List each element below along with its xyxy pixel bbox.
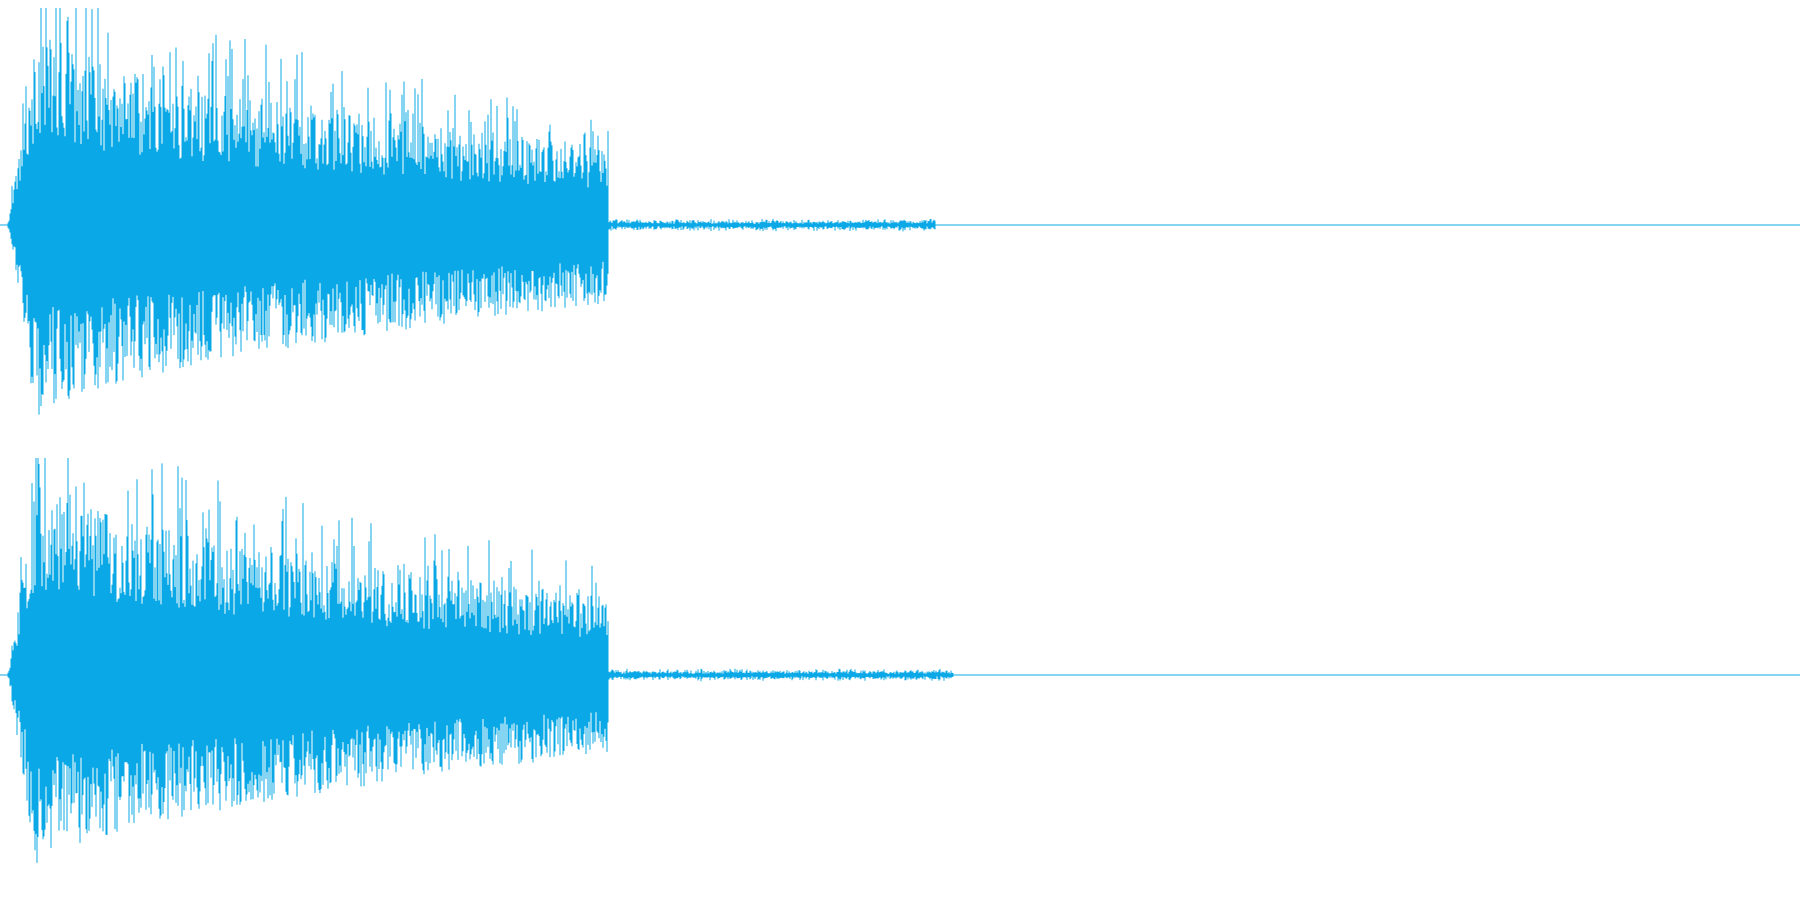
waveform-right — [7, 458, 954, 863]
waveform-channel-left — [0, 8, 1800, 415]
waveform-left — [7, 8, 936, 415]
waveform-channel-right — [0, 458, 1800, 863]
